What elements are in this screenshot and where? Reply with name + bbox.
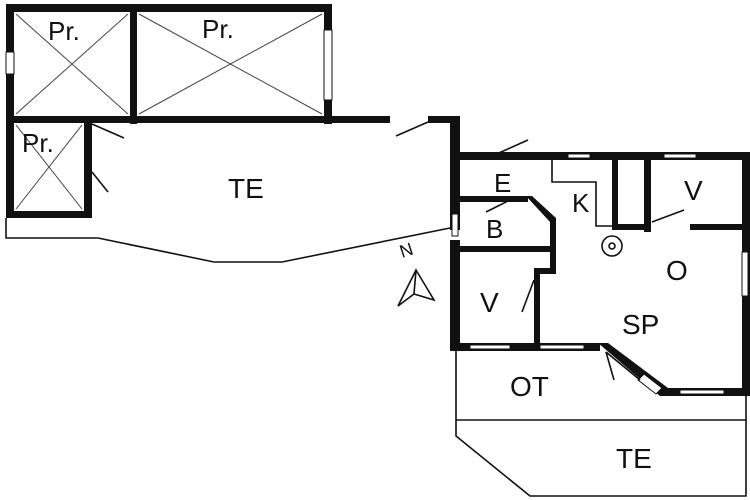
- house-wall-bottom-left: [450, 343, 600, 351]
- terrace-top-wall-right: [428, 116, 460, 123]
- lower-terraces: [455, 351, 747, 497]
- door-swing: [491, 139, 529, 157]
- room-label-sleeping-area: SP: [622, 309, 659, 340]
- north-arrow-line: [413, 269, 417, 295]
- wall-v-right-bottom-small: [614, 224, 650, 230]
- room-label-bedroom-right: V: [684, 175, 703, 206]
- house-wall-left-upper: [450, 116, 460, 230]
- door-swing: [651, 209, 685, 223]
- kitchen-counter: [551, 160, 614, 227]
- door-swing: [605, 351, 615, 381]
- room-label-bathroom: B: [486, 214, 503, 244]
- te-lower-outline: [455, 420, 747, 497]
- window: [663, 153, 697, 159]
- window: [5, 51, 15, 75]
- house-wall-top: [460, 152, 750, 160]
- room-label-open-terrace: OT: [510, 371, 549, 402]
- room-label-kitchen: K: [572, 188, 590, 218]
- compass-label: N: [397, 239, 416, 262]
- door-swing: [395, 121, 429, 137]
- window: [469, 344, 511, 350]
- stove-inner-icon: [608, 242, 616, 250]
- storage-cross-line: [15, 124, 83, 210]
- room-label-storage-1: Pr.: [48, 16, 80, 46]
- window: [679, 389, 725, 395]
- room-label-terrace-main: TE: [228, 173, 264, 204]
- terrace-main: [5, 116, 460, 263]
- ot-outline: [455, 351, 747, 421]
- storage-block: [5, 4, 333, 218]
- room-label-bedroom-left: V: [480, 287, 499, 318]
- window: [637, 373, 663, 395]
- room-label-terrace-lower: TE: [616, 443, 652, 474]
- door-swing: [91, 123, 125, 139]
- window: [741, 251, 749, 297]
- wall-bath-bottom: [460, 246, 556, 252]
- wall-bedroom-joint: [534, 268, 556, 274]
- compass: N: [397, 239, 436, 307]
- wall-bath-diagonal: [526, 196, 556, 222]
- storage-wall-top: [6, 4, 332, 12]
- window: [539, 344, 585, 350]
- wall-bath-top: [460, 196, 528, 202]
- storage-divider-vertical: [130, 4, 137, 124]
- window: [451, 213, 459, 237]
- house-wall-left-lower: [450, 240, 460, 350]
- window: [323, 29, 333, 101]
- door-swing: [605, 351, 641, 381]
- window: [567, 153, 591, 159]
- room-label-storage-2: Pr.: [202, 14, 234, 44]
- room-label-living: O: [666, 255, 688, 286]
- house-block: [450, 116, 750, 396]
- storage-cross-line: [15, 13, 129, 115]
- storage-cross-line: [138, 13, 323, 115]
- storage-small-right: [84, 116, 92, 218]
- storage-wall-left: [6, 4, 14, 218]
- room-label-entrance: E: [494, 168, 511, 198]
- door-swing: [91, 171, 109, 193]
- wall-kitchen-right: [612, 160, 618, 230]
- stove-icon: [601, 235, 623, 257]
- wall-bedroom-right: [534, 270, 540, 348]
- room-label-storage-3: Pr.: [22, 128, 54, 158]
- storage-small-bottom: [6, 211, 92, 218]
- terrace-top-wall: [130, 116, 390, 123]
- door-swing: [485, 199, 511, 213]
- door-swing: [521, 279, 535, 313]
- terrace-outline: [5, 218, 451, 263]
- wall-v-right-left: [644, 160, 651, 232]
- wall-v-right-bottom: [690, 224, 742, 230]
